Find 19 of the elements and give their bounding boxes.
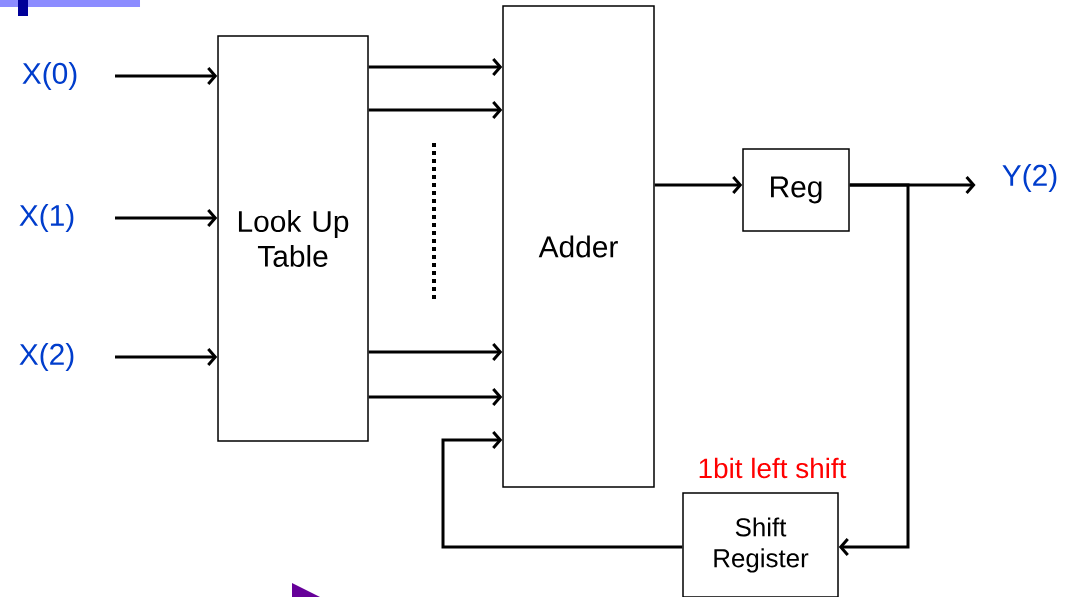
shift-register-box: Shift Register xyxy=(682,492,839,597)
arrow xyxy=(368,388,503,406)
arrow xyxy=(838,183,910,556)
arrow xyxy=(368,101,503,119)
arrow xyxy=(368,343,503,361)
arrow xyxy=(115,209,218,227)
input-label: X(2) xyxy=(19,343,74,371)
input-label: X(0) xyxy=(22,62,77,90)
output-label: Y(2) xyxy=(1002,164,1057,192)
register-box: Reg xyxy=(742,148,850,232)
arrow xyxy=(115,67,218,85)
lookup-table-box: Look Up Table xyxy=(217,35,369,442)
input-label: X(1) xyxy=(19,204,74,232)
arrow xyxy=(115,348,218,366)
arrow xyxy=(654,176,743,194)
annotation: 1bit left shift xyxy=(699,457,847,479)
arrow xyxy=(368,58,503,76)
arrow xyxy=(441,431,683,549)
adder-box: Adder xyxy=(502,5,655,488)
